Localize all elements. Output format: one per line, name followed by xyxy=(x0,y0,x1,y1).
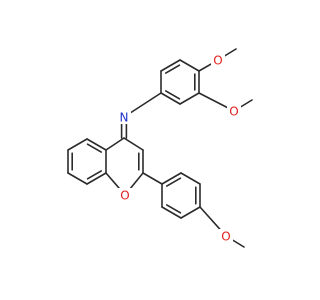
bond-line xyxy=(164,90,181,100)
bond-line xyxy=(198,92,230,110)
bond-line xyxy=(222,48,237,58)
bond-line xyxy=(67,172,88,185)
bond-line xyxy=(198,62,214,72)
oxygen-label: O xyxy=(229,105,238,119)
atom-o-pyran-ring: O xyxy=(118,188,132,203)
bond-line xyxy=(86,172,107,185)
bond-line xyxy=(86,138,107,151)
bond-line xyxy=(127,172,144,192)
bond-line xyxy=(67,138,88,151)
bond-line xyxy=(230,238,245,248)
bond-line xyxy=(123,137,144,151)
bond-line xyxy=(142,172,163,185)
bond-line xyxy=(199,206,223,233)
atom-o-methoxy-top: O xyxy=(211,53,225,68)
atom-n-imine: N xyxy=(117,110,131,125)
bond-line xyxy=(105,137,125,151)
bond-line xyxy=(179,59,200,72)
bond-line xyxy=(160,59,181,72)
bond-line xyxy=(86,143,103,153)
nitrogen-label: N xyxy=(120,111,129,125)
bond-line xyxy=(160,92,181,105)
oxygen-label: O xyxy=(120,189,129,203)
atom-o-methoxy-right: O xyxy=(227,104,241,119)
oxygen-label: O xyxy=(213,54,222,68)
bond-line xyxy=(180,172,201,185)
bond-line xyxy=(164,64,181,74)
bonds-group xyxy=(67,48,253,248)
bond-line xyxy=(128,92,162,115)
bond-line xyxy=(180,206,201,219)
bond-line xyxy=(161,172,182,185)
bond-line xyxy=(179,92,200,105)
bond-line xyxy=(86,170,103,180)
bond-line xyxy=(165,204,182,214)
bond-line xyxy=(165,177,182,187)
bond-line xyxy=(161,206,182,219)
oxygen-label: O xyxy=(221,230,230,244)
bond-line xyxy=(238,99,253,109)
bond-line xyxy=(105,172,122,192)
molecule-structure-diagram: O O O O N xyxy=(67,48,253,248)
atom-o-methoxy-bottom: O xyxy=(219,229,233,244)
